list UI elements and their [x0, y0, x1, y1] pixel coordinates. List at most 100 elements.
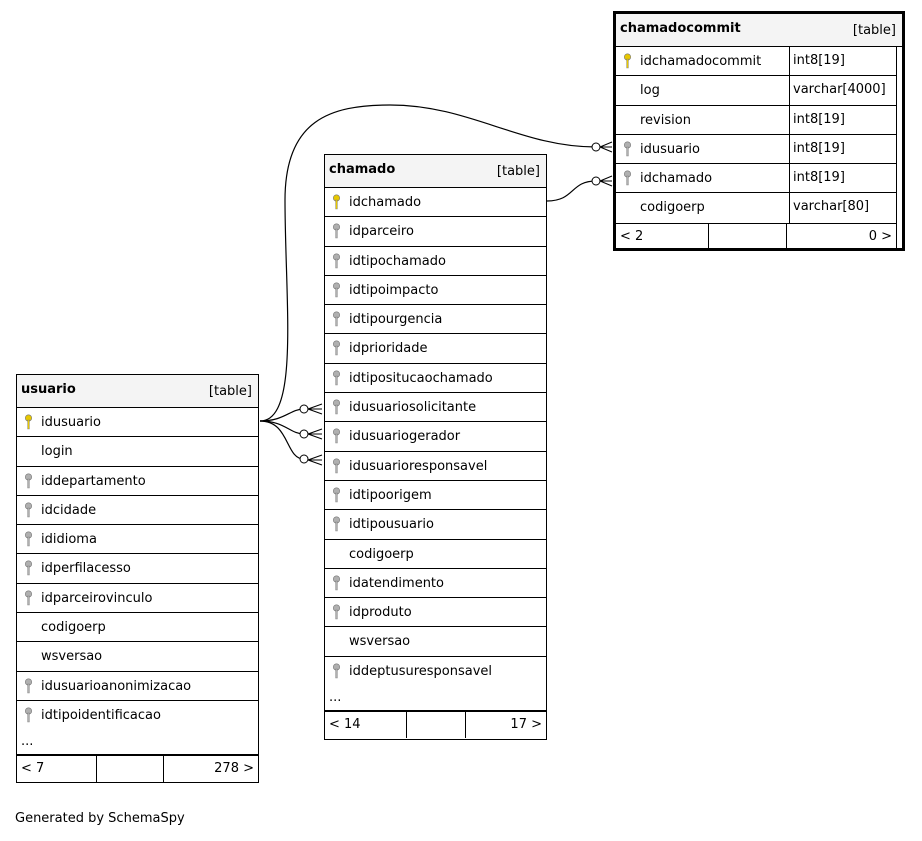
nav-parents[interactable]: < 7 — [21, 761, 45, 777]
table-type-label: [table] — [852, 23, 896, 38]
column-row[interactable]: idproduto — [325, 598, 546, 628]
column-row[interactable]: idusuario — [17, 408, 258, 438]
foreign-key-icon — [332, 399, 341, 416]
nav-parents[interactable]: < 2 — [620, 228, 644, 244]
link-end-circle — [591, 176, 601, 186]
foreign-key-icon — [332, 428, 341, 445]
column-row[interactable]: iddepartamento — [17, 467, 258, 496]
link-end-circle — [299, 454, 309, 464]
column-name: idparceirovinculo — [41, 590, 153, 606]
column-row[interactable]: idtipoorigem — [325, 481, 546, 511]
nav-children[interactable]: 0 > — [868, 228, 892, 244]
column-row[interactable]: idtipositucaochamado — [325, 364, 546, 394]
column-name: wsversao — [349, 634, 411, 650]
column-datatype: varchar[4000] — [789, 76, 897, 105]
table-nav: < 7 278 > — [17, 755, 258, 783]
foreign-key-icon — [24, 560, 33, 577]
footer-generated-by: Generated by SchemaSpy — [15, 811, 185, 826]
column-row[interactable]: idatendimento — [325, 569, 546, 599]
column-row[interactable]: ididioma — [17, 525, 258, 555]
column-row[interactable]: codigoerp — [325, 540, 546, 569]
column-row[interactable]: idusuariosolicitante — [325, 393, 546, 423]
column-row[interactable]: wsversao — [325, 627, 546, 657]
column-row[interactable]: login — [17, 437, 258, 467]
column-row[interactable]: idtipourgencia — [325, 305, 546, 335]
column-name: idperfilacesso — [41, 561, 131, 577]
column-row[interactable]: idtipochamado — [325, 247, 546, 276]
column-row[interactable]: idusuarioanonimizacao — [17, 672, 258, 701]
column-row[interactable]: idusuariogerador — [325, 422, 546, 452]
primary-key-icon — [332, 194, 341, 211]
column-name: idatendimento — [349, 575, 444, 591]
column-name: idchamado — [349, 195, 422, 210]
column-row[interactable]: wsversao — [17, 642, 258, 672]
column-row[interactable]: codigoerp varchar[80] — [616, 193, 897, 223]
nav-parents[interactable]: < 14 — [329, 717, 361, 733]
foreign-key-icon — [332, 516, 341, 533]
table-name: chamadocommit — [620, 21, 741, 36]
column-datatype: varchar[80] — [789, 193, 897, 223]
column-row[interactable]: idprioridade — [325, 334, 546, 364]
column-row[interactable]: iddeptusuresponsavel — [325, 657, 546, 686]
column-row[interactable]: idchamado int8[19] — [616, 164, 897, 194]
table-type-label: [table] — [496, 164, 540, 179]
foreign-key-icon — [24, 502, 33, 519]
link-end-circle — [299, 404, 309, 414]
column-name: idusuariogerador — [349, 429, 461, 445]
link-end-circle — [299, 429, 309, 439]
foreign-key-icon — [332, 487, 341, 504]
column-list: idusuario login iddepartamento idcidade idid… — [17, 408, 258, 730]
column-row[interactable]: idparceirovinculo — [17, 584, 258, 614]
foreign-key-icon — [332, 253, 341, 270]
column-row[interactable]: codigoerp — [17, 613, 258, 643]
table-header: chamado [table] — [325, 155, 546, 188]
column-name: codigoerp — [640, 200, 705, 216]
table-header: chamadocommit [table] — [616, 14, 902, 47]
column-datatype: int8[19] — [789, 134, 897, 164]
column-row[interactable]: idcidade — [17, 496, 258, 526]
foreign-key-icon — [332, 340, 341, 357]
column-name: wsversao — [41, 649, 103, 665]
column-row[interactable]: idparceiro — [325, 217, 546, 247]
column-row[interactable]: idchamado — [325, 188, 546, 218]
column-row[interactable]: log varchar[4000] — [616, 76, 897, 106]
column-name: idchamado — [640, 171, 713, 187]
more-columns: ... — [325, 686, 546, 712]
column-row[interactable]: idusuarioresponsavel — [325, 452, 546, 481]
column-name: login — [41, 444, 73, 460]
column-row[interactable]: idperfilacesso — [17, 554, 258, 584]
foreign-key-icon — [332, 311, 341, 328]
foreign-key-icon — [24, 678, 33, 695]
foreign-key-icon — [24, 531, 33, 548]
primary-key-icon — [24, 414, 33, 431]
column-name: idusuariosolicitante — [349, 400, 477, 416]
column-row[interactable]: idtipoidentificacao — [17, 701, 258, 730]
table-usuario[interactable]: usuario [table] idusuario login iddepartam… — [16, 374, 259, 783]
column-name: idusuarioresponsavel — [349, 458, 488, 474]
column-name: codigoerp — [41, 620, 106, 636]
column-name: idcidade — [41, 502, 97, 518]
column-row[interactable]: idtipoimpacto — [325, 276, 546, 306]
table-name: chamado — [329, 162, 396, 177]
column-row[interactable]: idtipousuario — [325, 510, 546, 540]
column-datatype: int8[19] — [789, 164, 897, 193]
foreign-key-icon — [332, 223, 341, 240]
table-header: usuario [table] — [17, 375, 258, 408]
foreign-key-icon — [24, 473, 33, 490]
column-name: ididioma — [41, 532, 97, 548]
link-usuario-chamadocommit — [259, 104, 597, 422]
nav-children[interactable]: 17 > — [510, 717, 542, 733]
column-name: idchamadocommit — [640, 54, 762, 69]
column-name: idusuarioanonimizacao — [41, 678, 192, 694]
nav-children[interactable]: 278 > — [214, 761, 254, 777]
crowfoot — [307, 428, 323, 440]
column-name: log — [640, 83, 660, 99]
foreign-key-icon — [332, 604, 341, 621]
